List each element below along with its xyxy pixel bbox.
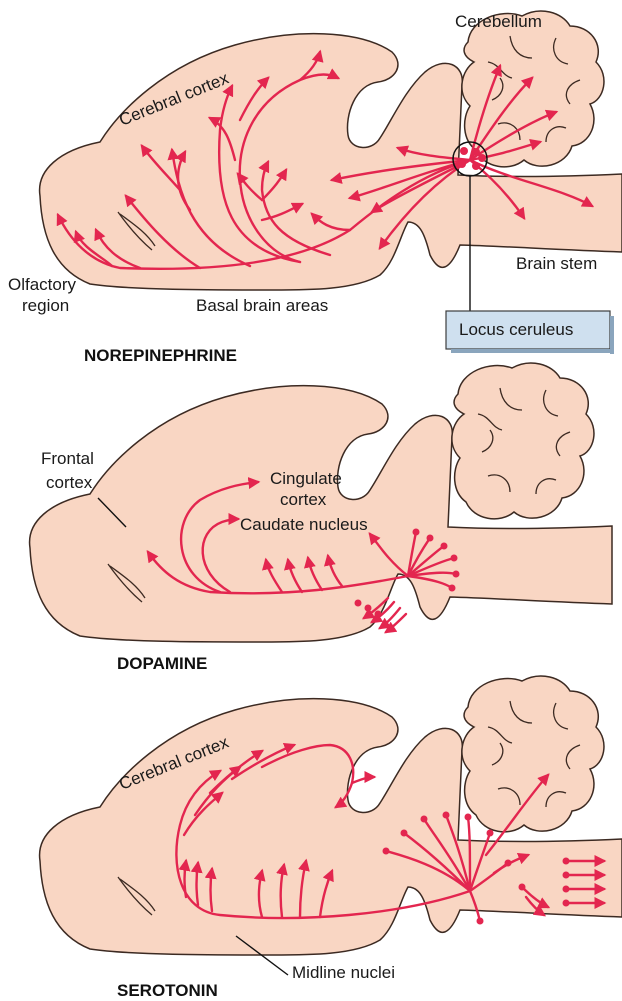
label-locus-ceruleus: Locus ceruleus [459,320,573,339]
title-dopamine: DOPAMINE [117,654,207,673]
label-frontal-line1: Frontal [41,449,94,468]
label-caudate-nucleus: Caudate nucleus [240,515,368,534]
label-cingulate-line2: cortex [280,490,327,509]
title-norepinephrine: NOREPINEPHRINE [84,346,237,365]
cerebellum-outline [452,363,594,519]
cerebellum-outline [462,676,604,832]
norepinephrine-panel: Cerebellum Cerebral cortex Olfactory reg… [8,11,622,365]
label-basal-brain-areas: Basal brain areas [196,296,328,315]
label-frontal-line2: cortex [46,473,93,492]
label-cerebellum: Cerebellum [455,12,542,31]
serotonin-panel [40,676,622,955]
label-olfactory-line2: region [22,296,69,315]
label-brain-stem: Brain stem [516,254,597,273]
label-olfactory-line1: Olfactory [8,275,77,294]
title-serotonin: SEROTONIN [117,981,218,1000]
label-midline-nuclei: Midline nuclei [292,963,395,982]
label-cingulate-line1: Cingulate [270,469,342,488]
